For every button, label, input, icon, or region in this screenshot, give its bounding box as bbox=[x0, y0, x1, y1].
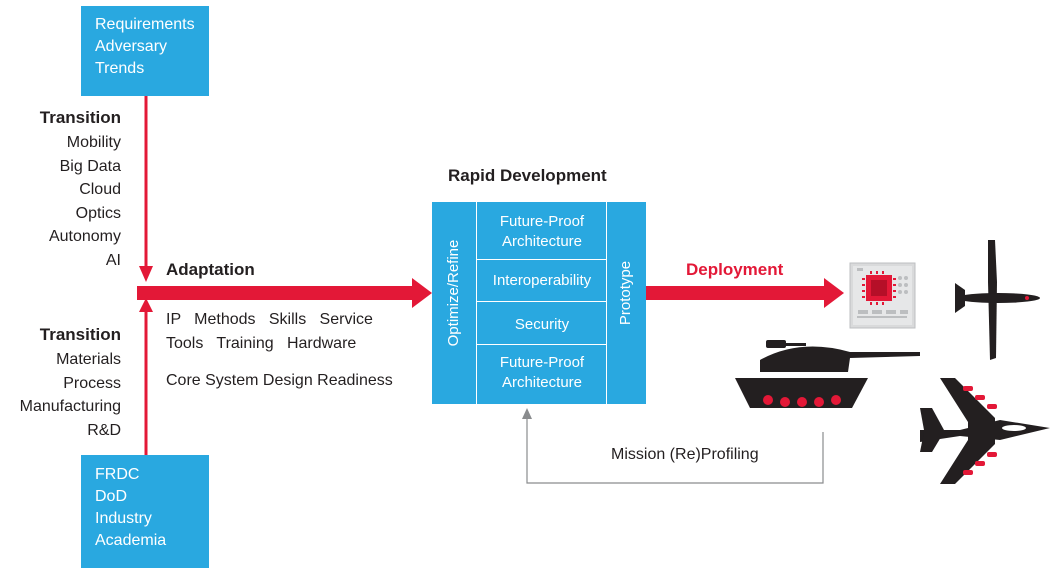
transition-bottom-group: Transition Materials Process Manufacturi… bbox=[0, 322, 121, 442]
top-box-line: Requirements bbox=[95, 16, 195, 33]
rapid-development-title: Rapid Development bbox=[448, 166, 607, 185]
transition-bottom-item: Materials bbox=[56, 351, 121, 368]
adaptation-arrow-shaft bbox=[137, 286, 415, 300]
transition-top-item: Optics bbox=[75, 204, 121, 222]
bottom-box-line: FRDC bbox=[95, 466, 140, 483]
transition-bottom-title: Transition bbox=[39, 325, 121, 344]
transition-bottom-item: Manufacturing bbox=[19, 398, 121, 415]
cell-interoperability: Interoperability bbox=[492, 271, 592, 289]
adaptation-row-1: IP Methods Skills Service bbox=[166, 311, 373, 328]
deployment-arrowhead bbox=[824, 278, 844, 308]
cell-future-proof-architecture-bottom: Future-Proof Architecture bbox=[499, 354, 585, 391]
transition-top-group: Transition Mobility Big Data Cloud Optic… bbox=[0, 105, 121, 272]
cell-divider bbox=[477, 301, 606, 302]
feedback-loop-line bbox=[526, 416, 824, 484]
top-box-line: Adversary bbox=[95, 38, 168, 55]
cell-divider bbox=[477, 344, 606, 345]
adaptation-arrowhead bbox=[412, 278, 432, 308]
transition-top-item: Big Data bbox=[59, 157, 121, 175]
adaptation-title: Adaptation bbox=[166, 260, 255, 279]
adaptation-row-2: Tools Training Hardware bbox=[166, 335, 357, 352]
bottom-box-line: Academia bbox=[95, 532, 167, 549]
block-divider-left bbox=[476, 202, 477, 404]
fighter-jet-icon bbox=[920, 378, 1050, 484]
transition-top-item: AI bbox=[105, 251, 121, 269]
drone-icon bbox=[955, 240, 1040, 360]
cell-security: Security bbox=[514, 315, 570, 333]
cell-divider bbox=[477, 259, 606, 260]
transition-top-item: Autonomy bbox=[48, 228, 121, 245]
block-divider-right bbox=[606, 202, 607, 404]
deployment-arrow-shaft bbox=[646, 286, 826, 300]
feedback-arrowhead bbox=[522, 408, 532, 419]
chip-icon bbox=[849, 262, 916, 329]
transition-top-item: Cloud bbox=[79, 181, 121, 198]
top-connector-arrowhead bbox=[139, 266, 153, 282]
bottom-source-box: FRDC DoD Industry Academia bbox=[81, 455, 209, 568]
cell-future-proof-architecture-top: Future-Proof Architecture bbox=[499, 213, 585, 250]
transition-top-title: Transition bbox=[39, 108, 121, 127]
bottom-connector-arrowhead bbox=[139, 298, 153, 312]
tank-icon bbox=[735, 340, 920, 408]
transition-bottom-item: Process bbox=[63, 374, 121, 392]
feedback-label: Mission (Re)Profiling bbox=[611, 446, 759, 463]
adaptation-row-3: Core System Design Readiness bbox=[166, 372, 393, 389]
top-box-line: Trends bbox=[95, 60, 145, 77]
bottom-box-line: DoD bbox=[95, 488, 128, 505]
transition-top-item: Mobility bbox=[66, 134, 121, 151]
rapid-development-block bbox=[432, 202, 646, 404]
transition-bottom-item: R&D bbox=[87, 421, 121, 439]
bottom-box-line: Industry bbox=[95, 510, 152, 527]
top-source-box: Requirements Adversary Trends bbox=[81, 6, 209, 96]
optimize-refine-label: Optimize/Refine bbox=[445, 239, 462, 347]
deployment-label: Deployment bbox=[686, 260, 784, 279]
prototype-label: Prototype bbox=[617, 260, 634, 326]
